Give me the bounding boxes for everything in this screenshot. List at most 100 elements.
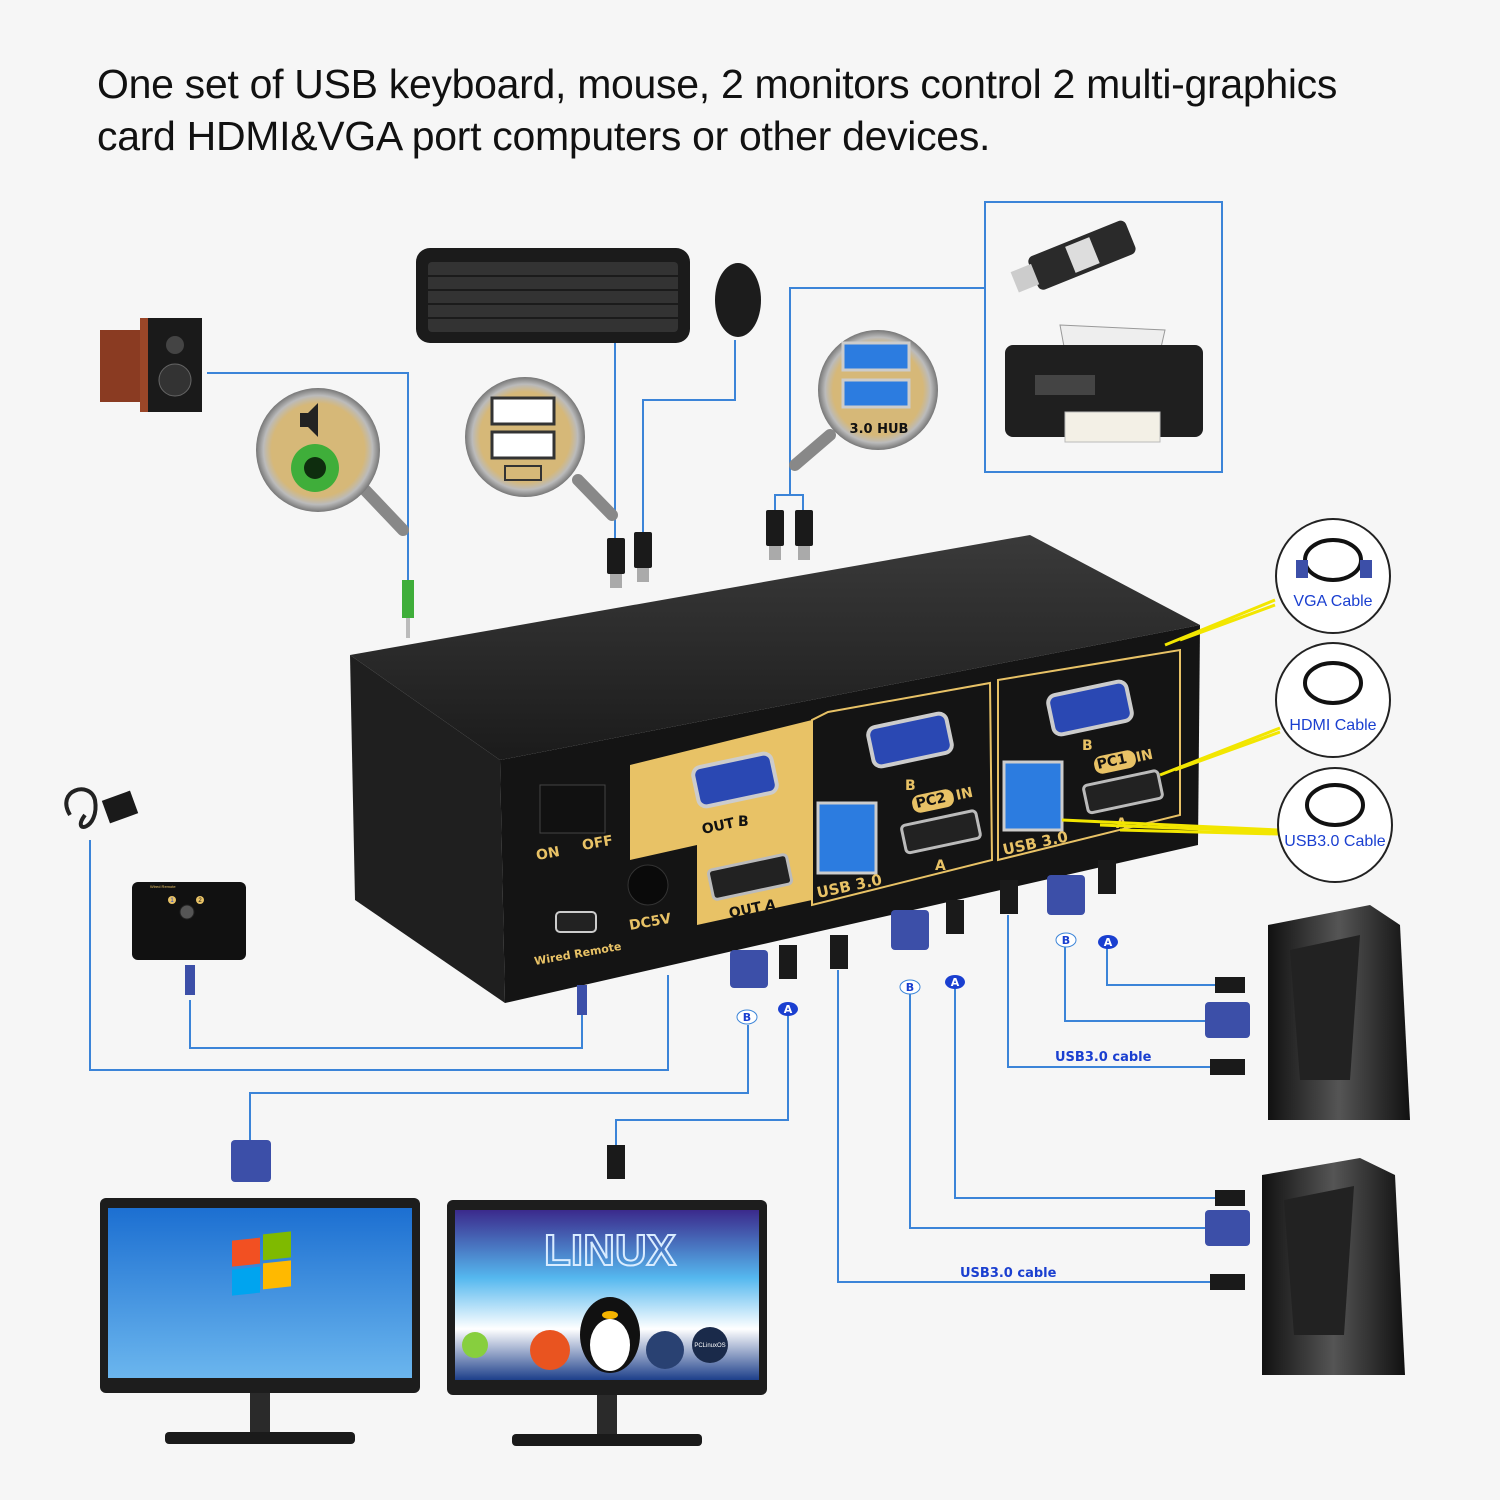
tag-a: A bbox=[1104, 936, 1113, 949]
hdmi-pc2-port bbox=[900, 809, 982, 855]
label-pc1-b: B bbox=[1082, 738, 1093, 754]
usb-plug-icon bbox=[634, 532, 652, 568]
usb-plug-icon bbox=[795, 510, 813, 546]
kvm-gold-labels: PC2 PC1 OUT B OUT A bbox=[701, 750, 1136, 922]
monitor-windows bbox=[100, 1198, 420, 1444]
top-usb-plugs bbox=[402, 494, 813, 638]
label-pc1-in-suffix: IN bbox=[1135, 747, 1155, 766]
label-pc1-in: PC1 bbox=[1096, 751, 1129, 773]
label-out-b: OUT bbox=[701, 815, 737, 838]
label-out-a: OUT bbox=[728, 899, 764, 922]
line-speaker bbox=[207, 372, 409, 580]
label-pc2-in: PC2 bbox=[915, 790, 948, 812]
remote-port-plug bbox=[577, 985, 587, 1015]
pclinuxos-text: PCLinuxOS bbox=[694, 1343, 725, 1349]
connection-lines bbox=[89, 287, 1215, 1283]
hdmi-plug-icon bbox=[779, 945, 797, 979]
audio-port-magnifier bbox=[256, 388, 409, 536]
label-out-b-letter: B bbox=[738, 814, 749, 830]
vga-out-port bbox=[691, 751, 779, 809]
usb-plug-icon bbox=[766, 510, 784, 546]
line-pc1-vga bbox=[1064, 945, 1205, 1022]
line-pc1-hdmi bbox=[1106, 945, 1215, 986]
printer-icon bbox=[1005, 324, 1203, 443]
line-monitor1-vga bbox=[249, 1025, 749, 1145]
usb-plug-icon bbox=[607, 538, 625, 574]
keyboard-glyph-icon bbox=[504, 465, 542, 481]
label-out-a-letter: A bbox=[765, 898, 776, 914]
speaker-volume-icon bbox=[300, 403, 318, 437]
vga-pc2-port bbox=[866, 711, 954, 769]
vga-plug-icon bbox=[1047, 875, 1085, 915]
usb-cable-label-pc2: USB3.0 cable bbox=[960, 1266, 1057, 1281]
audio-jack-icon bbox=[402, 580, 414, 618]
linux-text: LINUX bbox=[544, 1226, 676, 1275]
hdmi-out-port bbox=[706, 853, 794, 901]
hdmi-pc1-port bbox=[1082, 769, 1164, 815]
remote-label: Wired Remote bbox=[150, 884, 176, 889]
dc-power-jack bbox=[627, 864, 669, 906]
label-pc2-b: B bbox=[905, 778, 916, 794]
hdmi-plug-icon bbox=[1098, 860, 1116, 894]
vga-pc1-port bbox=[1046, 679, 1134, 737]
pc1-tower-icon bbox=[1268, 905, 1410, 1120]
monitor2-hdmi-plug-icon bbox=[607, 1145, 625, 1179]
vga-cable-label: VGA Cable bbox=[1293, 593, 1372, 610]
tag-a: A bbox=[951, 976, 960, 989]
tag-a: A bbox=[784, 1003, 793, 1016]
usb-plug-icon bbox=[1000, 880, 1018, 914]
remote-button-1-label: 1 bbox=[170, 898, 174, 904]
hdmi-cable-label: HDMI Cable bbox=[1289, 717, 1376, 734]
label-dc5v: DC5V bbox=[628, 911, 673, 934]
vga-cable-callout: VGA Cable bbox=[1275, 518, 1391, 634]
keyboard-mouse-port-magnifier bbox=[465, 377, 618, 521]
label-pc2-a: A bbox=[935, 858, 946, 874]
line-monitor2-hdmi bbox=[615, 1015, 789, 1150]
mouse-icon bbox=[715, 263, 761, 337]
usb-b-pc1-port bbox=[1002, 760, 1064, 832]
label-pc2-in-suffix: IN bbox=[955, 785, 975, 804]
tux-penguin-icon bbox=[580, 1297, 640, 1373]
line-pc2-vga bbox=[909, 990, 1205, 1229]
power-adapter-icon bbox=[64, 787, 139, 829]
pc2-tower-icon bbox=[1262, 1158, 1405, 1375]
remote-button-2-label: 2 bbox=[198, 898, 202, 904]
line-power bbox=[89, 840, 669, 1071]
tag-b: B bbox=[906, 981, 914, 994]
kvm-switch bbox=[350, 535, 1200, 1003]
line-pc2-usb bbox=[837, 970, 1210, 1283]
keyboard-icon bbox=[416, 248, 690, 343]
usb3-cable-icon bbox=[1305, 783, 1365, 827]
pc1-panel bbox=[997, 648, 1181, 862]
pc-side-plugs bbox=[1205, 977, 1250, 1290]
wired-remote-port bbox=[555, 911, 597, 933]
hub-label: 3.0 HUB bbox=[850, 422, 909, 437]
label-on: ON bbox=[535, 844, 561, 864]
cable-callout-rays bbox=[1061, 598, 1281, 836]
usb-plug-icon bbox=[830, 935, 848, 969]
usb-b-pc2-port bbox=[816, 801, 878, 875]
line-usb-hub bbox=[789, 287, 985, 495]
speakers-icon bbox=[100, 318, 202, 412]
remote-cable-plug bbox=[185, 965, 195, 995]
windows-logo-icon bbox=[232, 1231, 291, 1296]
vga-plug-icon bbox=[891, 910, 929, 950]
usb-devices-frame bbox=[984, 201, 1223, 473]
usb3-cable-label: USB3.0 Cable bbox=[1284, 833, 1385, 850]
line-remote bbox=[189, 1000, 583, 1049]
monitor-linux: LINUX PCLinuxOS bbox=[447, 1200, 767, 1446]
line-mouse bbox=[642, 340, 736, 540]
usb-hub-magnifier: 3.0 HUB bbox=[789, 330, 938, 471]
headline-line-2: card HDMI&VGA port computers or other de… bbox=[97, 113, 991, 159]
remote-switch-button bbox=[179, 904, 195, 920]
hdmi-cable-icon bbox=[1303, 661, 1363, 705]
fedora-logo-icon bbox=[646, 1331, 684, 1369]
headline: One set of USB keyboard, mouse, 2 monito… bbox=[97, 58, 1457, 162]
line-pc1-usb bbox=[1007, 915, 1210, 1068]
hdmi-cable-callout: HDMI Cable bbox=[1275, 642, 1391, 758]
ubuntu-logo-icon bbox=[530, 1330, 570, 1370]
connector-tags: B A B A B A bbox=[736, 932, 1118, 1025]
wired-remote: Wired Remote 1 2 bbox=[132, 882, 587, 1015]
pc2-panel bbox=[811, 681, 994, 907]
